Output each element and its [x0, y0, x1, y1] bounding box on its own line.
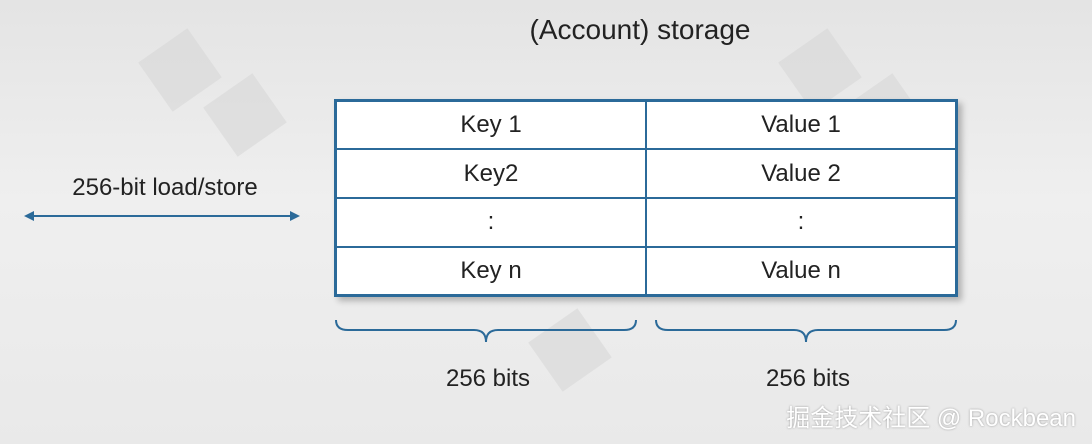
key-bits-label: 256 bits	[445, 365, 531, 392]
key-cell: Key 1	[334, 99, 647, 151]
diagram-title: (Account) storage	[529, 14, 751, 45]
key-cell: Key2	[334, 148, 647, 199]
key-cell: Key n	[334, 245, 647, 297]
double-headed-arrow	[24, 211, 300, 221]
value-cell: Value 2	[645, 148, 958, 199]
watermark-text: 掘金技术社区 @ Rockbean	[786, 405, 1076, 432]
key-cell: :	[334, 197, 647, 248]
value-cell: Value n	[645, 245, 958, 297]
table-row: Key n Value n	[334, 245, 958, 297]
key-width-brace	[335, 319, 637, 343]
value-cell: :	[645, 197, 958, 248]
load-store-label: 256-bit load/store	[72, 174, 258, 201]
table-row: Key 1 Value 1	[334, 99, 958, 151]
value-cell: Value 1	[645, 99, 958, 151]
storage-table: Key 1 Value 1 Key2 Value 2 : : Key n Val…	[334, 99, 958, 297]
value-bits-label: 256 bits	[765, 365, 851, 392]
table-row: Key2 Value 2	[334, 148, 958, 199]
table-row: : :	[334, 197, 958, 248]
value-width-brace	[655, 319, 957, 343]
